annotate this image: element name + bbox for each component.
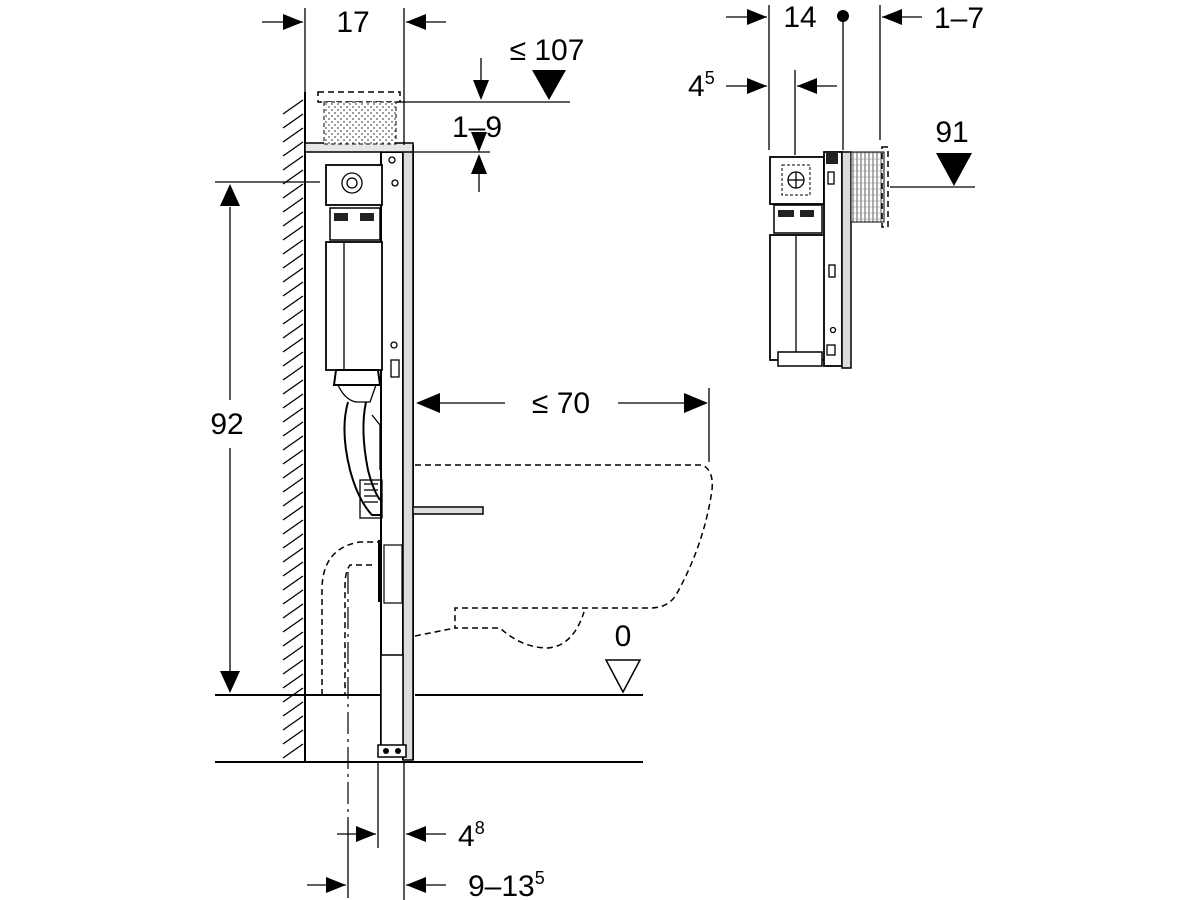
wall-hatch-line [282,449,304,465]
wall-hatch-line [282,519,304,535]
dim-alt-offset: 45 [688,68,837,155]
dim-top-adjust: 1–9 [413,111,502,192]
wall-range-sup: 5 [535,868,545,888]
drain-pipe [321,540,403,820]
dim-pipe-offset: 48 [337,762,485,900]
dim-max-top-height: ≤ 107 [400,34,585,103]
wall-hatch-line [282,365,304,381]
bowl-projection-label: ≤ 70 [532,387,590,420]
wall-hatch-line [282,701,304,717]
main-side-view: 0 17 ≤ 107 1–9 [210,6,714,900]
wall-hatch-line [282,421,304,437]
floor-level-marker: 0 [604,620,642,694]
pipe-offset-main: 4 [458,820,475,853]
alt-side-view: 14 45 1–7 91 [688,1,984,369]
wall-hatch-line [282,295,304,311]
wall-hatch-line [282,617,304,633]
wall-hatch-line [282,211,304,227]
alt-adjust-label: 1–7 [934,2,984,35]
wall-hatch-line [282,155,304,171]
alt-height-label: 91 [935,116,968,149]
wc-bowl-outline [415,464,714,649]
wall-hatch-line [282,379,304,395]
height-92-label: 92 [210,408,243,441]
wall-hatch-line [282,127,304,143]
dim-bowl-projection: ≤ 70 [416,387,710,462]
alt-offset-main: 4 [688,70,705,103]
wall-hatch-line [282,183,304,199]
wall-range-main: 9–13 [468,870,535,900]
wall-hatch-line [282,743,304,759]
wall-hatch-line [282,575,304,591]
top-extension-zone [317,91,401,145]
floor-zero-label: 0 [615,620,632,653]
wall-hatch-line [282,337,304,353]
dim-alt-adjust: 1–7 [879,2,984,140]
mounting-stud [412,506,484,515]
wall-hatch-line [282,561,304,577]
wall-hatch-line [282,239,304,255]
cistern [325,164,383,519]
wall-hatch-line [282,729,304,745]
wall-hatch-line [282,113,304,129]
dim-frame-depth: 17 [262,6,446,145]
pipe-offset-label: 48 [458,818,485,853]
wall-hatch-line [282,715,304,731]
wall-hatch-line [282,533,304,549]
dim-alt-height: 91 [890,116,975,188]
wall-hatch-line [282,141,304,157]
wall [282,92,306,762]
wall-hatch-line [282,659,304,675]
wall-hatch-line [282,435,304,451]
alt-offset-sup: 5 [705,68,715,88]
wall-hatch-line [282,491,304,507]
wall-hatch-line [282,477,304,493]
wc-bowl-base [414,627,456,637]
dim-wall-range: 9–135 [307,820,545,900]
wall-hatch-line [282,309,304,325]
wall-hatch-line [282,463,304,479]
wall-hatch-line [282,631,304,647]
wall-hatch-line [282,323,304,339]
wall-hatch-line [282,407,304,423]
wall-hatch-line [282,267,304,283]
wall-range-label: 9–135 [468,868,545,900]
wall-hatch-line [282,253,304,269]
wall-hatch-line [282,225,304,241]
wall-hatch-line [282,393,304,409]
alt-depth-label: 14 [783,1,816,34]
pipe-offset-sup: 8 [475,818,485,838]
alt-panel-zone [850,151,885,223]
wall-hatch-line [282,547,304,563]
wall-hatching [282,99,304,759]
wall-hatch-line [282,197,304,213]
dim-alt-depth: 14 [726,1,849,150]
wall-hatch-line [282,603,304,619]
wall-hatch-line [282,99,304,115]
wall-hatch-line [282,645,304,661]
alt-offset-label: 45 [688,68,715,103]
wall-hatch-line [282,351,304,367]
wall-hatch-line [282,505,304,521]
alt-cistern [769,151,852,369]
frame-depth-label: 17 [336,6,369,39]
wall-hatch-line [282,281,304,297]
max-top-height-label: ≤ 107 [510,34,585,67]
wall-hatch-line [282,673,304,689]
top-adjust-label: 1–9 [452,111,502,144]
dim-height: 92 [210,181,320,693]
wall-hatch-line [282,589,304,605]
